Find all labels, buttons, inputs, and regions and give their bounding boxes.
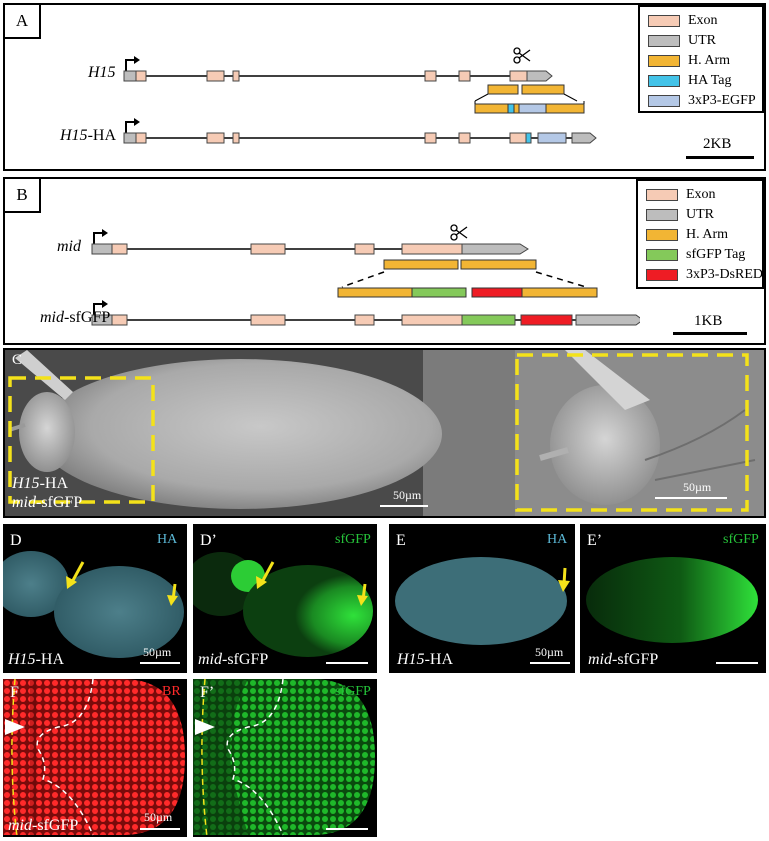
panel-b-label: B — [3, 177, 41, 213]
h15-gene-diagram — [123, 47, 597, 144]
panel-d-scale-bar — [140, 662, 180, 664]
panel-d — [3, 524, 187, 673]
panel-b-scale-bar — [673, 332, 747, 335]
panel-d-scale-label: 50µm — [143, 645, 172, 659]
panel-e-prime-channel: sfGFP — [723, 532, 759, 547]
legend-item: 3xP3-DsRED — [646, 267, 763, 283]
panel-b-scale-label: 1KB — [694, 313, 723, 329]
mid-wildtype-label: mid — [57, 238, 81, 255]
panel-f-prime-label: F’ — [200, 684, 215, 701]
panel-c-genotype-2: mid-sfGFP — [12, 494, 83, 511]
legend-item: H. Arm — [648, 53, 730, 69]
panel-f-prime — [193, 679, 377, 837]
legend-item: UTR — [646, 207, 714, 223]
panel-f-scale-bar — [140, 828, 180, 830]
sem-egg-image — [5, 350, 764, 516]
legend-item: 3xP3-EGFP — [648, 93, 756, 109]
legend-item: HA Tag — [648, 73, 731, 89]
panel-c — [3, 348, 766, 518]
panel-e-prime-scale-bar — [716, 662, 758, 664]
panel-a-scale-bar — [686, 156, 754, 159]
panel-d-image — [3, 551, 184, 658]
panel-f-prime-channel: sfGFP — [335, 684, 371, 699]
mid-sfgfp-label: mid-sfGFP — [40, 309, 111, 326]
panel-f — [3, 679, 187, 837]
panel-a-label: A — [3, 3, 41, 39]
panel-d-prime-scale-bar — [326, 662, 368, 664]
panel-d-prime-channel: sfGFP — [335, 532, 371, 547]
panel-d-genotype: H15-HA — [8, 651, 64, 668]
panel-e-prime-label: E’ — [587, 532, 603, 549]
panel-f-scale-label: 50µm — [144, 810, 173, 824]
panel-e-image — [395, 557, 570, 645]
legend-item: Exon — [646, 187, 716, 203]
panel-e-prime-genotype: mid-sfGFP — [588, 651, 659, 668]
panel-e-prime — [580, 524, 766, 673]
panel-c-label: C — [12, 352, 23, 368]
panel-d-channel: HA — [157, 532, 178, 547]
panel-c-scale-bar-right — [655, 497, 727, 499]
legend-item: sfGFP Tag — [646, 247, 745, 263]
panel-e-channel: HA — [547, 532, 568, 547]
panel-e-prime-image — [586, 557, 758, 643]
panel-d-prime-genotype: mid-sfGFP — [198, 651, 269, 668]
panel-d-label: D — [10, 532, 22, 549]
panel-e-scale-bar — [530, 662, 570, 664]
panel-f-prime-image — [193, 679, 375, 837]
scissors-icon — [513, 47, 531, 64]
panel-f-channel: BR — [162, 684, 181, 699]
legend-item: H. Arm — [646, 227, 728, 243]
mid-gene-diagram — [91, 224, 640, 326]
panel-e-genotype: H15-HA — [397, 651, 453, 668]
scissors-icon — [450, 224, 468, 241]
legend-item: UTR — [648, 33, 716, 49]
panel-c-scale-bar-left — [380, 505, 428, 507]
panel-d-prime-label: D’ — [200, 532, 217, 549]
panel-e-scale-label: 50µm — [535, 645, 564, 659]
h15-ha-label: H15-HA — [60, 127, 116, 144]
panel-f-image — [3, 679, 185, 837]
panel-f-prime-scale-bar — [326, 828, 368, 830]
panel-c-scale-label-left: 50µm — [393, 488, 422, 502]
legend-item: Exon — [648, 13, 718, 29]
panel-e — [389, 524, 575, 673]
panel-d-prime — [193, 524, 377, 673]
panel-f-label: F — [10, 684, 19, 701]
panel-a-scale-label: 2KB — [703, 136, 732, 152]
panel-b-legend: Exon UTR H. Arm sfGFP Tag 3xP3-DsRED — [636, 179, 764, 289]
panel-e-label: E — [396, 532, 406, 549]
panel-c-scale-label-right: 50µm — [683, 480, 712, 494]
panel-c-genotype-1: H15-HA — [12, 475, 68, 492]
panel-f-genotype: mid-sfGFP — [8, 817, 79, 834]
panel-a-legend: Exon UTR H. Arm HA Tag 3xP3-EGFP — [638, 5, 764, 113]
h15-wildtype-label: H15 — [88, 64, 116, 81]
panel-d-prime-image — [193, 552, 373, 657]
